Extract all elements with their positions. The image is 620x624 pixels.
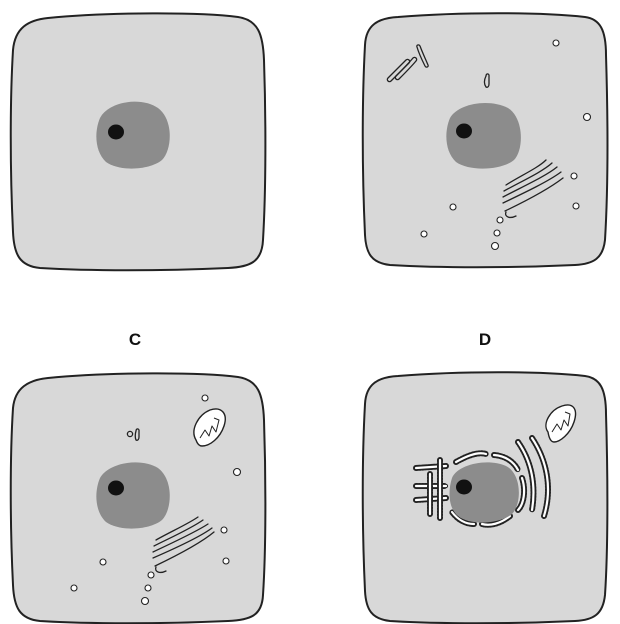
cell-d-nucleus: [449, 462, 519, 523]
cell-c-vesicles: [70, 394, 242, 606]
cell-d-nucleolus: [456, 479, 472, 495]
cell-2-er-fragments: [386, 44, 490, 88]
cell-2-golgi: [502, 159, 564, 219]
cell-1-nucleus: [96, 101, 170, 169]
cell-d-mitochondrion: [545, 404, 577, 443]
cell-d-rough-er: [413, 435, 551, 528]
cell-c-golgi: [152, 516, 215, 574]
cell-d: [361, 371, 609, 624]
cell-2-nucleolus: [456, 123, 472, 139]
cell-2-vesicles: [420, 39, 592, 251]
cell-c-mitochondrion: [193, 408, 226, 447]
cell-c-nucleolus: [108, 480, 124, 496]
cell-2-nucleus: [446, 103, 521, 169]
cell-2: [361, 12, 609, 269]
label-d: D: [479, 330, 491, 349]
cell-c-nucleus: [96, 462, 170, 529]
cell-c-er-fragments: [126, 428, 140, 441]
cell-c: [9, 372, 267, 624]
label-c: C: [129, 330, 141, 349]
cell-1-nucleolus: [108, 124, 124, 140]
cell-1: [9, 12, 267, 272]
